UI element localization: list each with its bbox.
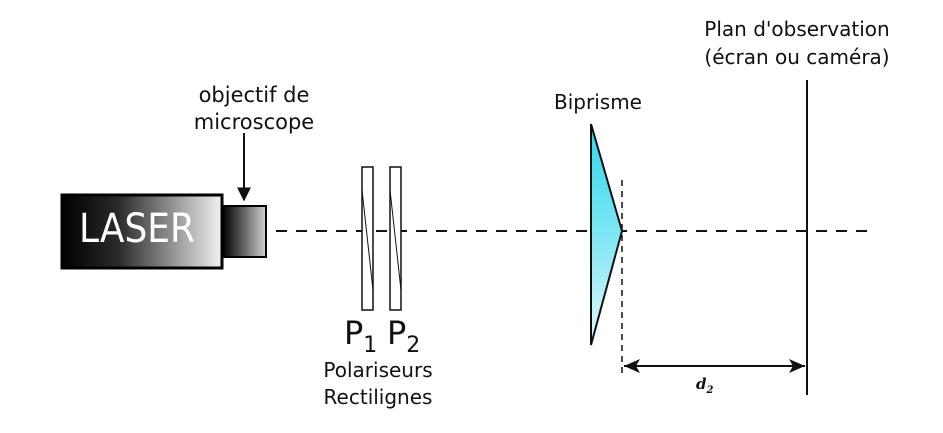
polarizers-label-line1: Polariseurs: [323, 358, 432, 382]
biprism-label: Biprisme: [554, 90, 642, 114]
laser-body: [60, 193, 224, 270]
polarizer-1: [361, 166, 374, 311]
polarizer-2-subscript: 2: [406, 333, 420, 358]
distance-arrow-left-head: [624, 359, 640, 373]
polarizer-1-subscript: 1: [363, 333, 377, 358]
biprism: [590, 123, 624, 346]
observation-plane-label-line1: Plan d'observation: [704, 17, 889, 41]
observation-plane-label-line2: (écran ou caméra): [704, 45, 889, 69]
microscope-objective: [222, 205, 267, 258]
laser-label: LASER: [79, 206, 195, 252]
objective-label-line1: objectif de: [199, 83, 310, 107]
polarizer-1-label: P1: [344, 314, 377, 358]
distance-subscript: 2: [706, 385, 714, 396]
distance-arrow-right-head: [789, 359, 805, 373]
polarizer-2-label: P2: [387, 314, 420, 358]
objective-label-line2: microscope: [194, 110, 314, 134]
distance-label: d2: [696, 375, 714, 396]
polarizers-label-line2: Rectilignes: [324, 385, 433, 409]
polarizer-2: [389, 166, 402, 311]
